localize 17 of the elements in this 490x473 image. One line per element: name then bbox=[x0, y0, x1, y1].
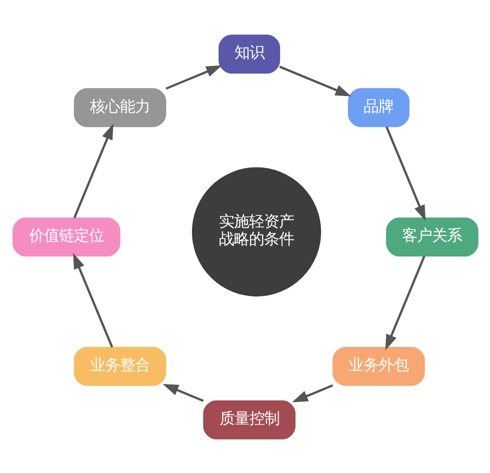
node-box: 品牌 bbox=[347, 88, 409, 127]
arrow bbox=[278, 65, 351, 96]
arrow bbox=[72, 123, 113, 218]
arrow bbox=[72, 252, 113, 348]
node-circle: 实施轻资产战略的条件 bbox=[191, 166, 321, 296]
node-box: 价值链定位 bbox=[12, 217, 120, 256]
node-box: 核心能力 bbox=[73, 88, 166, 127]
arrow bbox=[165, 64, 222, 90]
node-box: 业务外包 bbox=[332, 346, 424, 386]
arrow bbox=[162, 384, 204, 402]
node-box: 知识 bbox=[218, 34, 280, 74]
arrow bbox=[385, 126, 426, 220]
node-box: 客户关系 bbox=[386, 217, 478, 256]
arrow bbox=[292, 384, 333, 402]
arrow bbox=[384, 255, 425, 350]
node-box: 质量控制 bbox=[202, 400, 296, 439]
node-box: 业务整合 bbox=[73, 346, 166, 386]
